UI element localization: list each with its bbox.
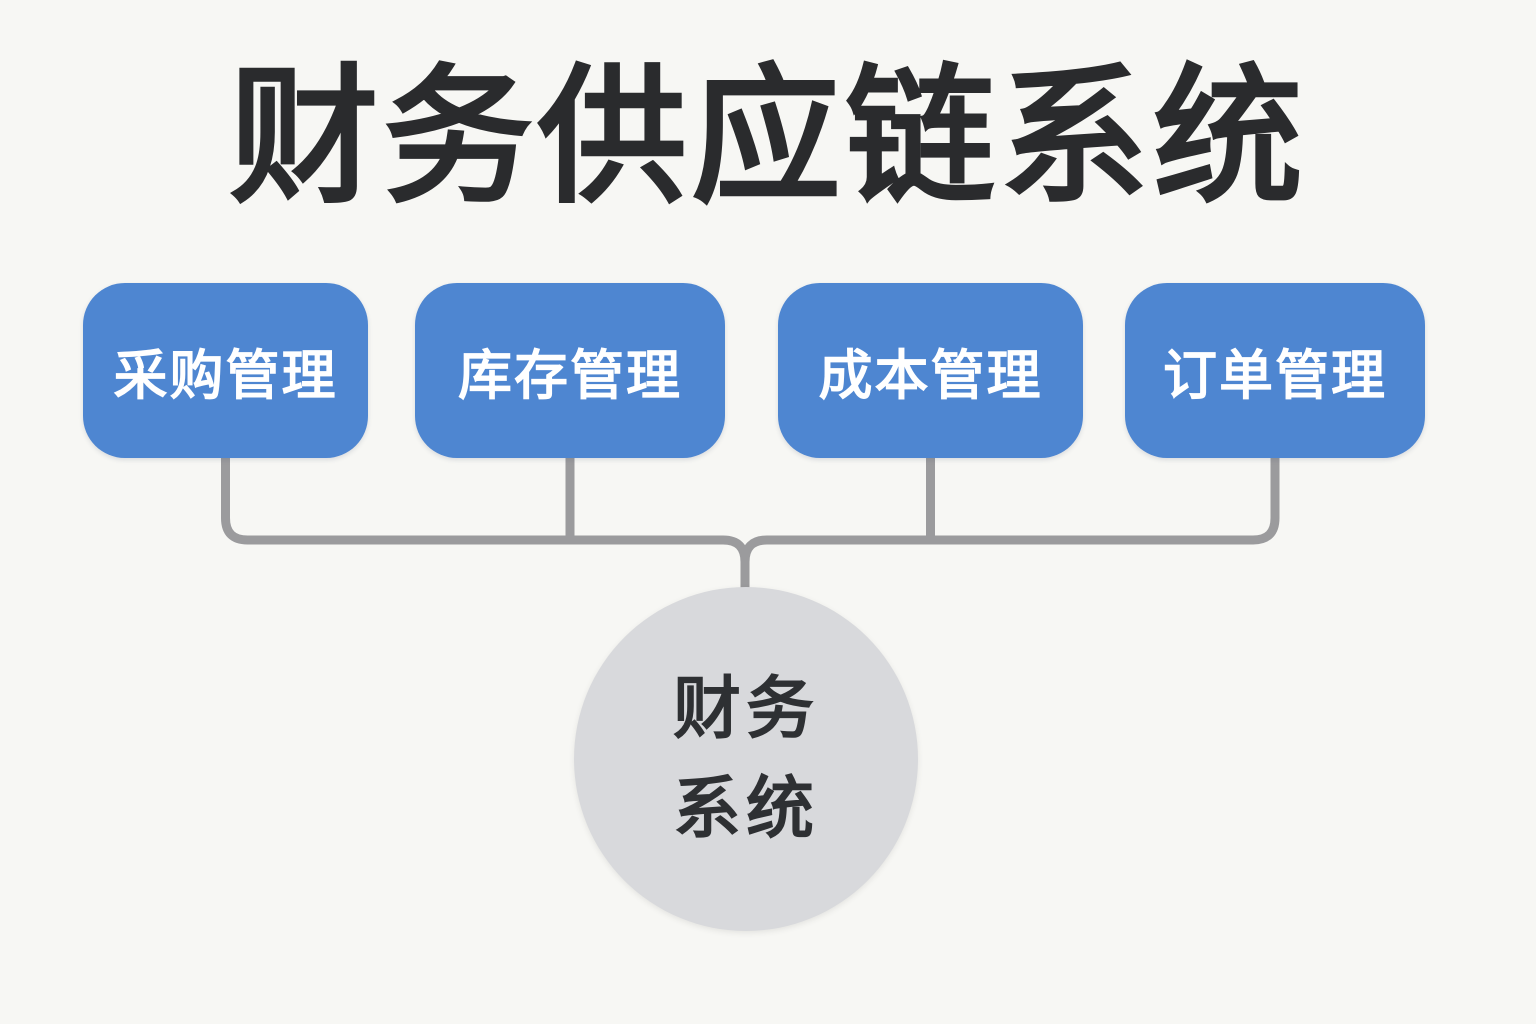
diagram-title: 财务供应链系统 [228,53,1307,221]
core-label-line1: 财务 [672,671,819,747]
module-box-procurement: 采购管理 [83,283,368,458]
connector-right-bracket [740,450,1280,596]
module-label-order: 订单管理 [1163,346,1387,406]
module-box-order: 订单管理 [1125,283,1425,458]
core-node: 财务 系统 [574,587,918,931]
module-box-inventory: 库存管理 [415,283,725,458]
module-box-cost: 成本管理 [778,283,1083,458]
core-label-line2: 系统 [672,771,819,847]
module-label-cost: 成本管理 [818,346,1043,406]
connector-left-bracket [221,450,750,596]
module-label-procurement: 采购管理 [113,346,338,406]
module-label-inventory: 库存管理 [458,346,682,406]
